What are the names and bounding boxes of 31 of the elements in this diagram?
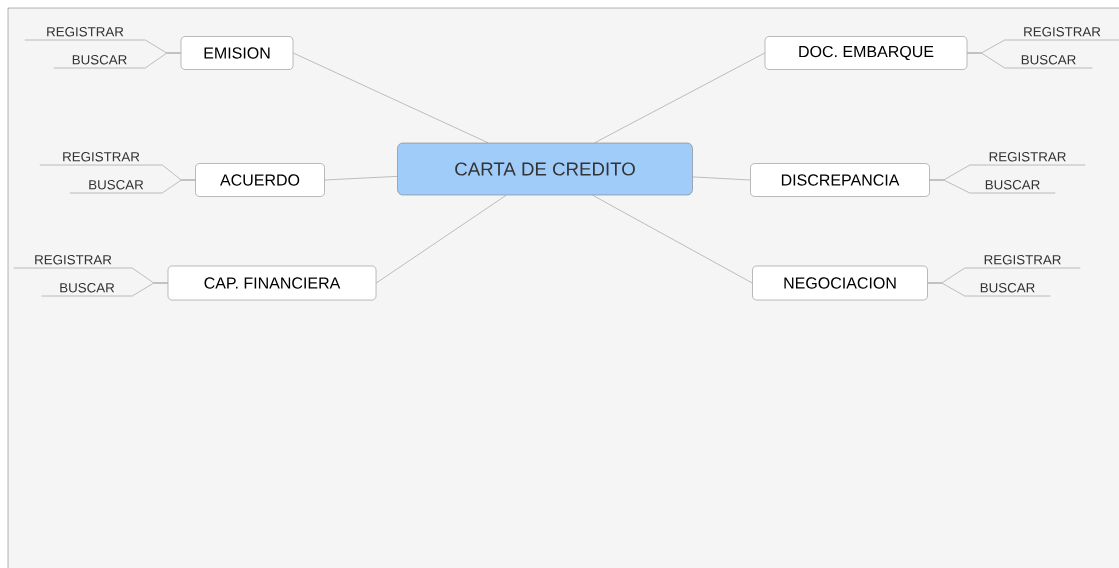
- subtopic-label: BUSCAR: [41, 283, 133, 297]
- connector-line: [145, 52, 181, 69]
- connector-line: [927, 282, 965, 297]
- subtopic-label: REGISTRAR: [964, 255, 1081, 269]
- subtopic-label: BUSCAR: [69, 180, 163, 194]
- connector-line: [592, 195, 753, 284]
- connector-line: [293, 52, 489, 143]
- connector-line: [967, 52, 1006, 69]
- topic-box: ACUERDO: [195, 163, 325, 197]
- subtopic-label: REGISTRAR: [39, 152, 163, 166]
- topic-box: NEGOCIACION: [752, 265, 928, 301]
- connector-line: [132, 282, 168, 297]
- connector-line: [162, 179, 196, 194]
- connector-line: [594, 52, 765, 143]
- subtopic-label: BUSCAR: [964, 283, 1051, 297]
- connector-line: [929, 179, 970, 194]
- subtopic-label: BUSCAR: [1004, 55, 1093, 69]
- connector-line: [692, 176, 751, 181]
- topic-box: DISCREPANCIA: [750, 163, 930, 197]
- connector-line: [324, 176, 398, 181]
- subtopic-label: REGISTRAR: [13, 255, 133, 269]
- subtopic-label: REGISTRAR: [24, 27, 146, 41]
- subtopic-label: REGISTRAR: [969, 152, 1086, 166]
- subtopic-label: REGISTRAR: [1004, 27, 1119, 41]
- topic-box: EMISION: [180, 36, 294, 70]
- topic-box: DOC. EMBARQUE: [764, 36, 968, 70]
- connector-line: [376, 195, 507, 284]
- topic-box: CAP. FINANCIERA: [167, 265, 377, 301]
- subtopic-label: BUSCAR: [969, 180, 1056, 194]
- subtopic-label: BUSCAR: [53, 55, 146, 69]
- central-topic-box: CARTA DE CREDITO: [397, 142, 693, 196]
